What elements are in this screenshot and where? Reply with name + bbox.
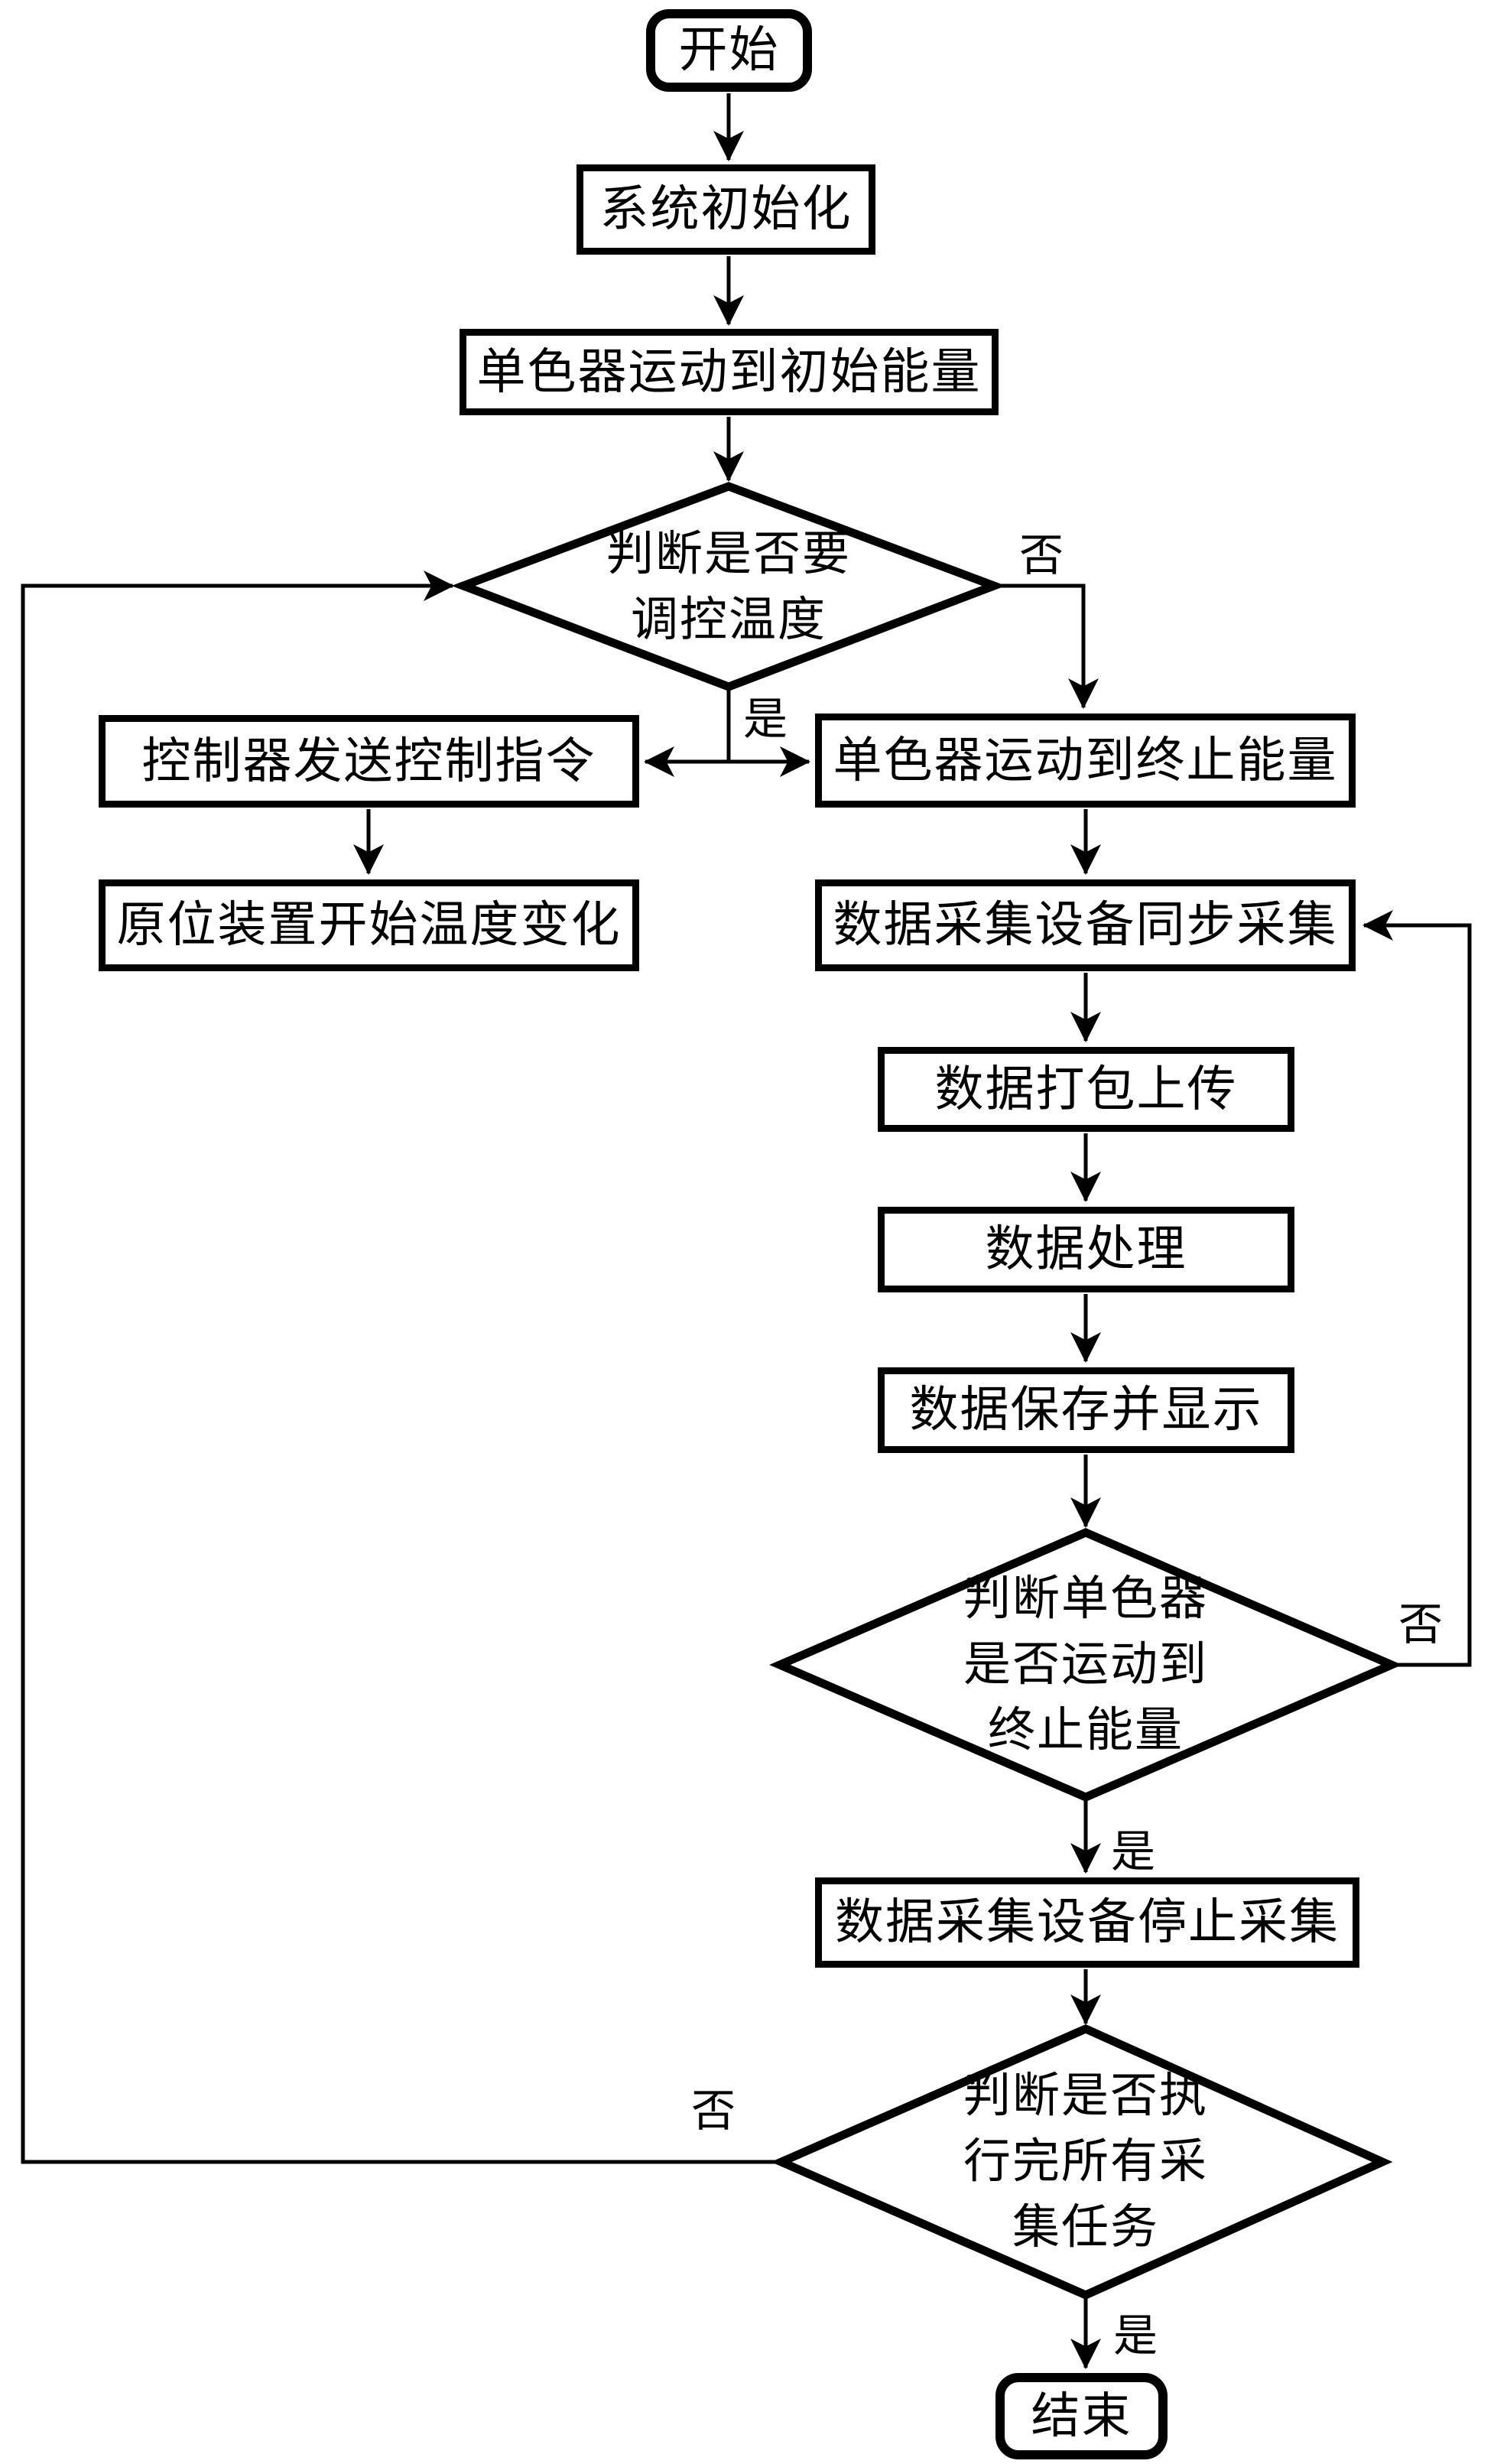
node-end: 结束 xyxy=(995,2373,1168,2459)
edge-checkmono-no-loop xyxy=(1362,910,1472,1667)
node-data-process-label: 数据处理 xyxy=(985,1222,1187,1276)
edge-checktasks-no-loop xyxy=(21,570,781,2164)
node-check-temp-label: 判断是否要 调控温度 xyxy=(606,528,851,646)
label-temp-no: 否 xyxy=(1018,531,1064,580)
node-daq-stop-label: 数据采集设备停止采集 xyxy=(835,1895,1340,1949)
node-mono-initial: 单色器运动到初始能量 xyxy=(460,329,999,415)
node-start: 开始 xyxy=(646,9,812,92)
node-system-init-label: 系统初始化 xyxy=(599,182,853,236)
label-mono-no: 否 xyxy=(1398,1600,1443,1650)
diamond-check-temp xyxy=(451,482,1006,691)
node-insitu-temp-label: 原位装置开始温度变化 xyxy=(116,898,622,952)
node-insitu-temp: 原位装置开始温度变化 xyxy=(99,879,639,971)
node-end-label: 结束 xyxy=(1031,2388,1132,2443)
node-data-upload: 数据打包上传 xyxy=(878,1047,1294,1132)
node-mono-initial-label: 单色器运动到初始能量 xyxy=(476,344,982,399)
node-start-label: 开始 xyxy=(678,23,780,77)
diamond-check-mono xyxy=(769,1528,1402,1802)
node-check-mono-label: 判断单色器 是否运动到 终止能量 xyxy=(963,1573,1208,1757)
node-check-mono: 判断单色器 是否运动到 终止能量 xyxy=(856,1568,1315,1761)
node-mono-final: 单色器运动到终止能量 xyxy=(815,714,1356,808)
node-data-save: 数据保存并显示 xyxy=(878,1367,1294,1453)
node-mono-final-label: 单色器运动到终止能量 xyxy=(833,733,1338,788)
label-tasks-yes: 是 xyxy=(1112,2311,1158,2361)
node-daq-sync-label: 数据采集设备同步采集 xyxy=(833,898,1338,952)
node-data-save-label: 数据保存并显示 xyxy=(909,1383,1263,1437)
node-daq-stop: 数据采集设备停止采集 xyxy=(815,1877,1359,1968)
node-check-temp: 判断是否要 调控温度 xyxy=(530,522,927,653)
label-temp-yes: 是 xyxy=(742,694,788,744)
label-tasks-no: 否 xyxy=(690,2086,736,2136)
node-system-init: 系统初始化 xyxy=(576,164,875,255)
node-controller-cmd-label: 控制器发送控制指令 xyxy=(141,733,596,788)
node-controller-cmd: 控制器发送控制指令 xyxy=(99,715,639,808)
diamond-check-tasks xyxy=(771,2024,1393,2300)
node-daq-sync: 数据采集设备同步采集 xyxy=(815,879,1356,971)
node-check-tasks: 判断是否执 行完所有采 集任务 xyxy=(856,2066,1315,2258)
node-check-tasks-label: 判断是否执 行完所有采 集任务 xyxy=(963,2070,1208,2254)
label-mono-yes: 是 xyxy=(1110,1827,1155,1877)
node-data-upload-label: 数据打包上传 xyxy=(934,1061,1238,1117)
node-data-process: 数据处理 xyxy=(878,1207,1294,1292)
edge-checktemp-no xyxy=(995,583,1099,709)
